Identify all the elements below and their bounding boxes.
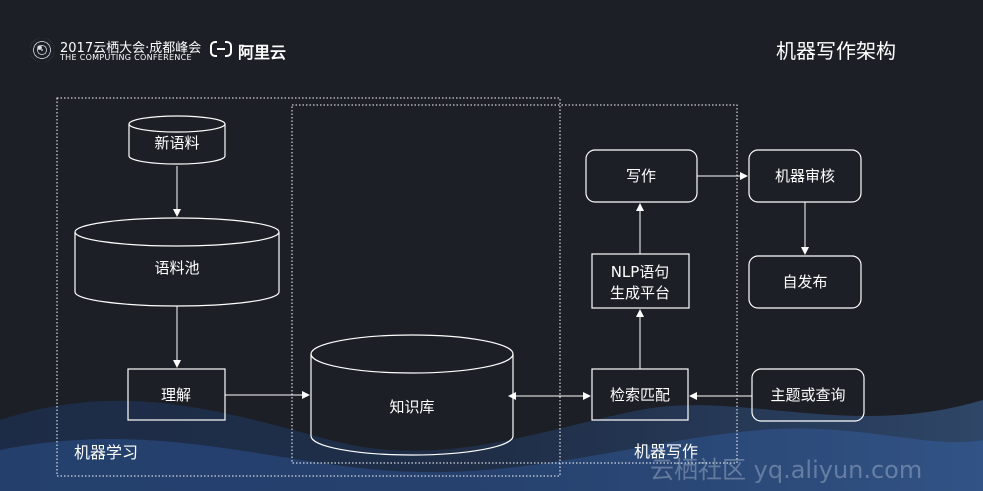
writing-node: 写作 — [585, 149, 698, 203]
retrieval-match-label: 检索匹配 — [610, 386, 670, 404]
knowledge-base-node: 知识库 — [310, 334, 514, 456]
topic-query-label: 主题或查询 — [770, 386, 845, 404]
corpus-pool-node: 语料池 — [74, 217, 280, 307]
slide-title: 机器写作架构 — [776, 39, 896, 63]
conference-title: 2017云栖大会·成都峰会 — [60, 41, 202, 56]
machine-review-label: 机器审核 — [775, 167, 835, 185]
topic-query-node: 主题或查询 — [751, 368, 865, 422]
new-corpus-node: 新语料 — [128, 115, 226, 165]
new-corpus-label: 新语料 — [154, 134, 199, 152]
nlp-platform-label-line1: NLP语句 — [611, 263, 670, 281]
machine-learning-region-label: 机器学习 — [74, 443, 138, 462]
machine-learning-region — [56, 97, 561, 477]
understanding-label: 理解 — [161, 386, 191, 404]
machine-review-node: 机器审核 — [748, 149, 862, 203]
writing-label: 写作 — [626, 167, 656, 185]
brand-name: 阿里云 — [238, 43, 287, 62]
conference-logo-icon — [30, 38, 54, 62]
knowledge-base-label: 知识库 — [389, 398, 434, 416]
self-publish-node: 自发布 — [748, 255, 862, 309]
machine-writing-region-label: 机器写作 — [634, 442, 698, 461]
nlp-platform-node: NLP语句 生成平台 — [591, 253, 690, 309]
corpus-pool-label: 语料池 — [154, 259, 199, 277]
nlp-platform-label-line2: 生成平台 — [610, 284, 670, 302]
machine-writing-region — [291, 104, 738, 464]
self-publish-label: 自发布 — [782, 273, 827, 291]
conference-subtitle: THE COMPUTING CONFERENCE — [60, 53, 192, 62]
watermark: 云栖社区 yq.aliyun.com — [650, 456, 922, 484]
